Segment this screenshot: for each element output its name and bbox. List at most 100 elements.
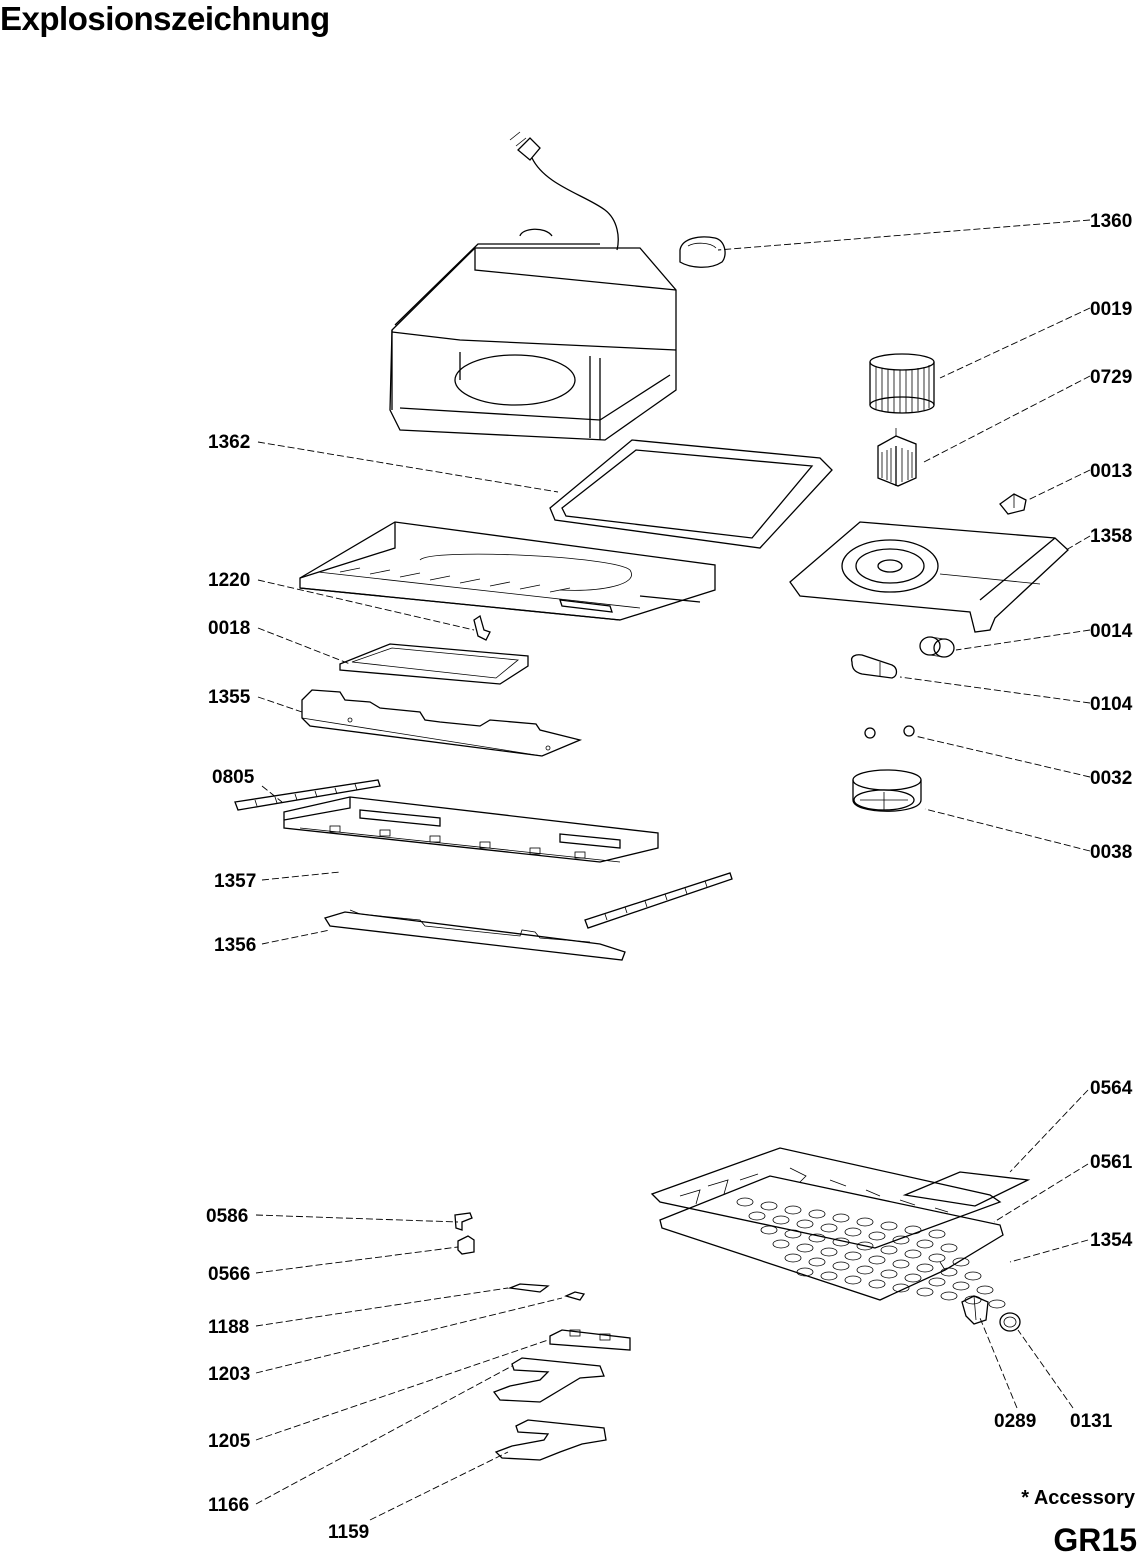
part-1356-bar — [323, 909, 626, 961]
label-0289: 0289 — [994, 1411, 1036, 1432]
filter-slot — [784, 1205, 802, 1215]
label-0729: 0729 — [1090, 367, 1132, 388]
part-1220-latch — [473, 614, 491, 641]
filter-slot — [796, 1267, 814, 1277]
part-0014-knob — [919, 636, 955, 658]
label-0561: 0561 — [1090, 1152, 1133, 1173]
filter-slot — [808, 1233, 826, 1243]
part-0729-motor — [877, 428, 917, 487]
label-1166: 1166 — [208, 1495, 249, 1516]
filter-slot — [880, 1221, 898, 1231]
label-0018: 0018 — [208, 618, 250, 639]
filter-slot — [916, 1239, 934, 1249]
label-1205: 1205 — [208, 1431, 251, 1452]
part-0805-rail-right — [584, 872, 733, 929]
part-1159-handle — [494, 1419, 607, 1461]
part-0104-lamp — [850, 654, 898, 679]
filter-slot — [952, 1257, 970, 1267]
label-1220: 1220 — [208, 570, 250, 591]
filter-slot — [832, 1237, 850, 1247]
part-1203-clip — [564, 1291, 586, 1301]
filter-slot — [928, 1229, 946, 1239]
filter-slot — [892, 1235, 910, 1245]
part-1357-frame — [283, 796, 659, 863]
part-0019-fan-wheel — [869, 353, 935, 414]
hood-housing — [389, 131, 677, 441]
part-1362-gasket — [549, 439, 833, 549]
filter-slot — [904, 1273, 922, 1283]
filter-slot — [760, 1225, 778, 1235]
label-1358: 1358 — [1090, 526, 1132, 547]
filter-slot — [808, 1209, 826, 1219]
label-0104: 0104 — [1090, 694, 1133, 715]
filter-slot — [868, 1255, 886, 1265]
filter-slot — [904, 1225, 922, 1235]
part-labels: 1360 0019 0729 0013 1358 0014 0104 0032 … — [206, 211, 1133, 1543]
part-1188-bracket — [507, 1283, 550, 1293]
label-1159: 1159 — [328, 1522, 369, 1543]
filter-slot — [820, 1247, 838, 1257]
filter-slot — [760, 1201, 778, 1211]
part-1354-grease-filter — [659, 1175, 1006, 1309]
filter-slot — [868, 1231, 886, 1241]
label-1354: 1354 — [1090, 1230, 1133, 1251]
part-1358-fan-plate — [789, 521, 1069, 633]
label-0586: 0586 — [206, 1206, 248, 1227]
filter-slot — [844, 1275, 862, 1285]
label-1355: 1355 — [208, 687, 251, 708]
label-1362: 1362 — [208, 432, 250, 453]
filter-slot — [976, 1285, 994, 1295]
label-0566: 0566 — [208, 1264, 250, 1285]
part-0032-screws — [864, 725, 915, 739]
filter-slot — [916, 1287, 934, 1297]
page-code: GR15 — [1053, 1522, 1137, 1558]
filter-slot — [856, 1265, 874, 1275]
filter-slot — [796, 1243, 814, 1253]
label-0038: 0038 — [1090, 842, 1132, 863]
filter-slot — [928, 1253, 946, 1263]
filter-slot — [940, 1267, 958, 1277]
filter-slot — [784, 1253, 802, 1263]
label-0564: 0564 — [1090, 1078, 1133, 1099]
leader-lines — [255, 219, 1091, 1521]
filter-slot — [988, 1299, 1006, 1309]
part-0586-pin — [454, 1212, 473, 1231]
filter-slot — [832, 1261, 850, 1271]
label-0019: 0019 — [1090, 299, 1132, 320]
part-0018-plate — [339, 643, 529, 685]
filter-slot — [940, 1291, 958, 1301]
filter-slot — [772, 1239, 790, 1249]
part-0805-rail-left — [234, 779, 381, 811]
filter-slot — [892, 1259, 910, 1269]
hood-chassis-tray — [299, 521, 716, 621]
part-1205-strip — [549, 1329, 631, 1351]
label-1203: 1203 — [208, 1364, 250, 1385]
label-1188: 1188 — [208, 1317, 249, 1338]
part-0564-label — [902, 1171, 1031, 1207]
filter-slot — [952, 1281, 970, 1291]
accessory-note: * Accessory — [1021, 1487, 1135, 1509]
filter-slot — [856, 1241, 874, 1251]
filter-slot — [964, 1271, 982, 1281]
label-1360: 1360 — [1090, 211, 1132, 232]
filter-slot — [940, 1243, 958, 1253]
label-1356: 1356 — [214, 935, 256, 956]
filter-slot — [880, 1269, 898, 1279]
part-0131-button — [999, 1312, 1021, 1332]
filter-slot — [832, 1213, 850, 1223]
filter-slot — [868, 1279, 886, 1289]
filter-slot — [796, 1219, 814, 1229]
label-0032: 0032 — [1090, 768, 1132, 789]
filter-slot — [904, 1249, 922, 1259]
label-0805: 0805 — [212, 767, 255, 788]
filter-slot — [784, 1229, 802, 1239]
page-title: Explosionszeichnung — [0, 0, 330, 37]
filter-slot — [856, 1217, 874, 1227]
filter-slot — [880, 1245, 898, 1255]
label-0013: 0013 — [1090, 461, 1132, 482]
part-1166-handle — [492, 1357, 605, 1403]
filter-slot — [808, 1257, 826, 1267]
filter-slot — [916, 1263, 934, 1273]
filter-slot — [736, 1197, 754, 1207]
filter-slot — [748, 1211, 766, 1221]
